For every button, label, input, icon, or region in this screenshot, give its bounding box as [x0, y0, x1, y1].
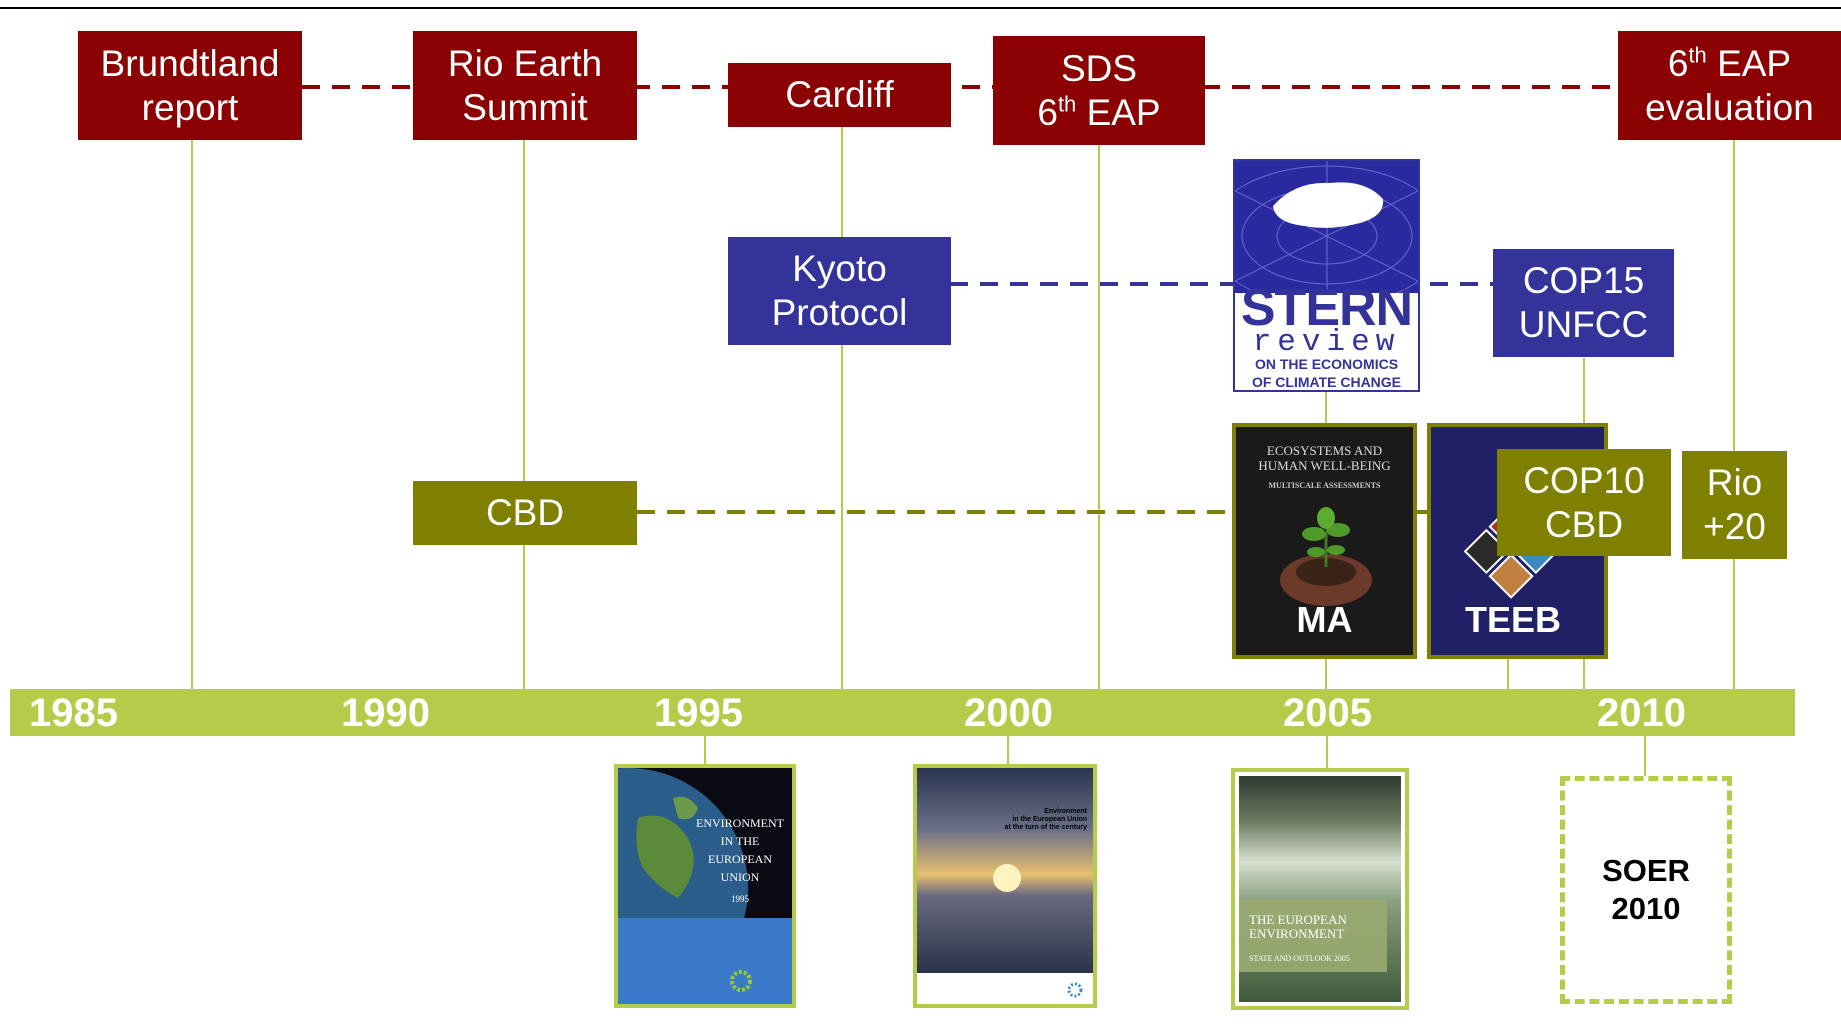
event-cop15-unfcc: COP15 UNFCC: [1493, 249, 1674, 357]
report-cover-1995: ENVIRONMENT IN THE EUROPEAN UNION 1995: [614, 764, 796, 1008]
soe1995-title-line3: EUROPEAN: [707, 852, 772, 866]
soe1999-title-line1: Environment: [1044, 808, 1087, 815]
event-cop10-line2: CBD: [1544, 503, 1624, 545]
event-kyoto-label: Kyoto Protocol: [771, 248, 908, 333]
event-cop10-cbd: COP10 CBD: [1497, 449, 1671, 556]
stern-caption-line2: OF CLIMATE CHANGE: [1251, 374, 1402, 390]
event-6th-eap-evaluation: 6th EAP evaluation: [1618, 31, 1841, 140]
event-cardiff-label: Cardiff: [785, 74, 894, 115]
event-brundtland-report: Brundtland report: [78, 31, 302, 140]
soe1995-title-line4: UNION: [720, 870, 760, 884]
soe1999-title-line3: at the turn of the century: [1004, 824, 1087, 831]
soer-line1: SOER: [1602, 853, 1690, 888]
ma-title-line2: HUMAN WELL-BEING: [1258, 458, 1391, 473]
event-cbd: CBD: [413, 481, 637, 545]
globe-icon: [1235, 161, 1418, 307]
ma-subtitle: MULTISCALE ASSESSMENTS: [1268, 481, 1381, 490]
event-rio-earth-summit: Rio Earth Summit: [413, 31, 637, 140]
sunset-image: [917, 768, 1093, 973]
soe1995-title-line2: IN THE: [720, 834, 760, 848]
event-rio20-line1: Rio: [1706, 462, 1763, 503]
top-rule: [0, 7, 1841, 9]
year-label-1985: 1985: [29, 691, 118, 735]
event-cardiff: Cardiff: [728, 63, 951, 127]
stern-title: STERN: [1240, 279, 1413, 337]
eap-ordinal-number: 6: [1037, 91, 1058, 133]
event-cop15-line2: UNFCC: [1518, 304, 1649, 345]
eap-eval-ordinal-number: 6: [1667, 42, 1689, 84]
year-label-1990: 1990: [341, 691, 430, 735]
event-rio-earth-summit-label: Rio Earth Summit: [447, 42, 603, 128]
soer-line2: 2010: [1611, 891, 1681, 926]
report-cover-2005: THE EUROPEAN ENVIRONMENT STATE AND OUTLO…: [1231, 768, 1409, 1010]
report-cover-1999: Environment in the European Union at the…: [913, 764, 1097, 1008]
soe1999-title-line2: in the European Union: [1012, 816, 1087, 823]
eea-logo-icon: [730, 970, 752, 992]
stern-caption-line1: ON THE ECONOMICS: [1254, 356, 1399, 372]
soe1995-title-line1: ENVIRONMENT: [696, 816, 784, 830]
stern-subtitle: review: [1252, 325, 1401, 360]
event-6th-eap-label: 6th EAP: [1037, 91, 1160, 135]
ma-label: MA: [1296, 599, 1353, 640]
event-sds-6th-eap: SDS 6th EAP: [993, 36, 1205, 145]
soe1995-year: 1995: [731, 894, 749, 904]
year-label-2005: 2005: [1283, 691, 1372, 735]
event-cbd-label: CBD: [485, 492, 565, 533]
eap-text: EAP: [1076, 91, 1161, 133]
event-cop10-line1: COP10: [1523, 459, 1645, 501]
stern-review-cover: STERN review ON THE ECONOMICS OF CLIMATE…: [1233, 159, 1420, 392]
event-brundtland-label: Brundtland report: [100, 42, 280, 128]
event-rio20-line2: +20: [1703, 506, 1766, 547]
ma-cover: ECOSYSTEMS AND HUMAN WELL-BEING MULTISCA…: [1232, 423, 1417, 659]
eea-logo-icon: [1067, 982, 1083, 998]
event-kyoto-protocol: Kyoto Protocol: [728, 237, 951, 345]
ma-title-line1: ECOSYSTEMS AND: [1266, 443, 1383, 458]
timeline-axis: [10, 689, 1795, 736]
cover-blue-band: [618, 918, 792, 1004]
hands-plant-icon: [1280, 507, 1372, 606]
event-eap-eval-line1: 6th EAP: [1668, 42, 1791, 86]
teeb-label: TEEB: [1465, 599, 1562, 640]
soe2005-title-line1: THE EUROPEAN: [1249, 912, 1347, 927]
sun-icon: [993, 864, 1021, 892]
event-rio-plus-20: Rio +20: [1682, 451, 1787, 559]
soer-2010-placeholder: SOER 2010: [1560, 776, 1732, 1004]
event-cop15-line1: COP15: [1522, 260, 1645, 301]
event-eap-eval-line2: evaluation: [1645, 86, 1814, 128]
year-label-1995: 1995: [654, 691, 743, 735]
soe2005-title-line2: ENVIRONMENT: [1249, 926, 1345, 941]
year-label-2010: 2010: [1597, 691, 1686, 735]
title-panel: [1239, 900, 1387, 972]
stern-globe-background: [1235, 161, 1418, 307]
eap-eval-ordinal-suffix: th: [1688, 42, 1707, 68]
soe2005-title-line3: STATE AND OUTLOOK 2005: [1249, 954, 1350, 963]
year-label-2000: 2000: [964, 691, 1053, 735]
event-sds-label: SDS: [1060, 47, 1138, 89]
eap-ordinal-suffix: th: [1057, 91, 1077, 117]
eap-eval-text: EAP: [1706, 42, 1792, 84]
